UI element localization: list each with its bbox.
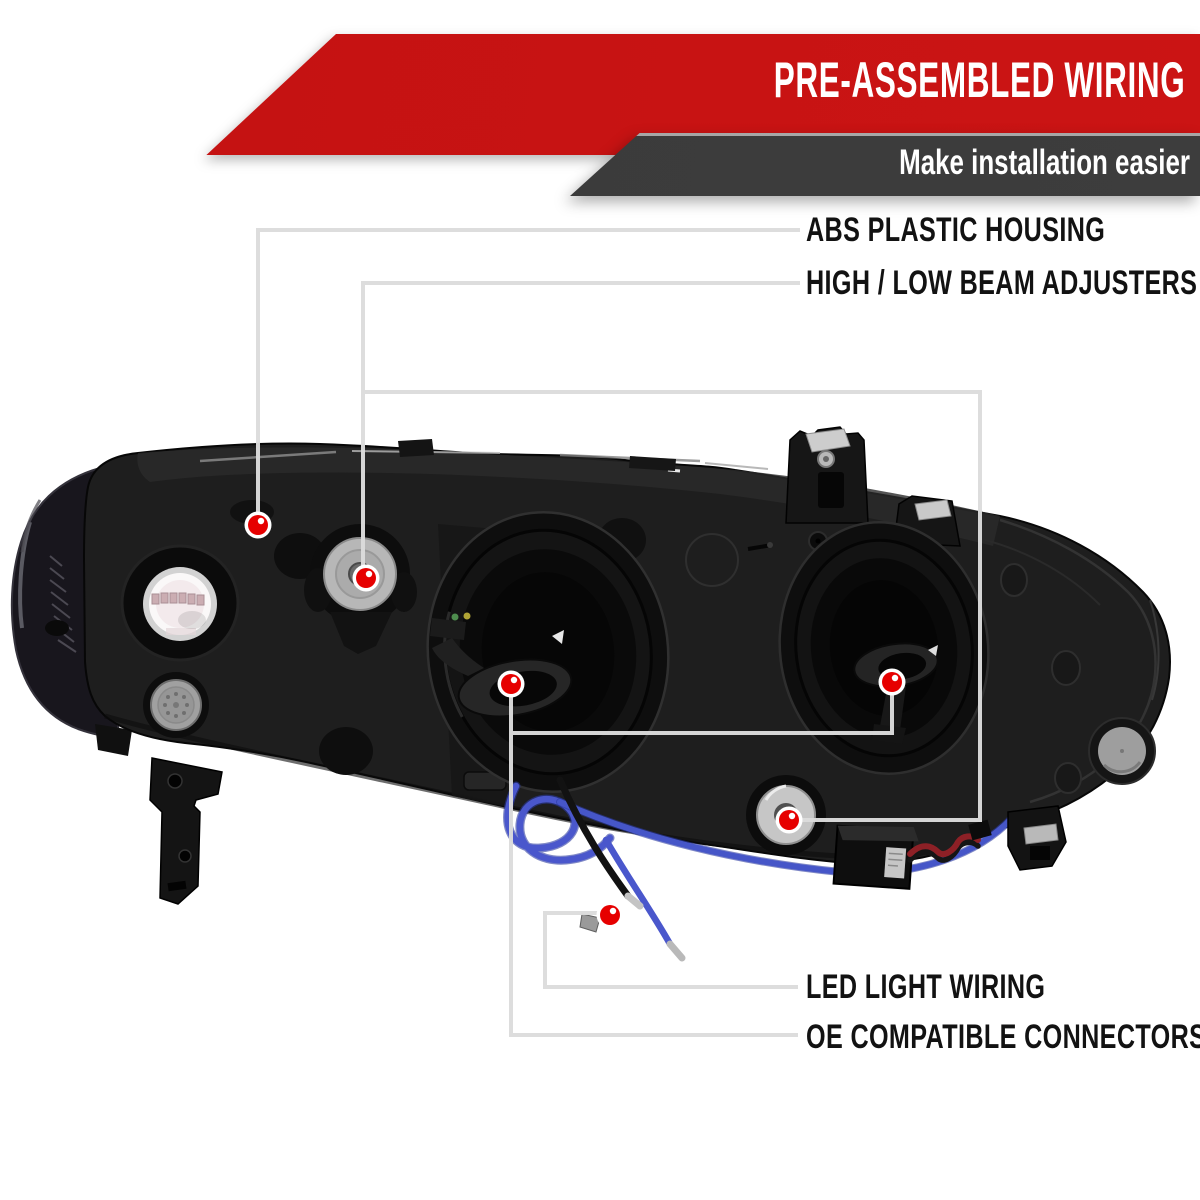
white-glint [928, 645, 938, 656]
callout-dot-low-beam-adjuster [775, 806, 803, 834]
mounting-bracket-bottom-left [149, 757, 223, 905]
wire-ferrule [624, 892, 644, 910]
projector-bore-right [778, 521, 990, 775]
banner-title: PRE-ASSEMBLED WIRING [773, 52, 1185, 108]
label-oe-compatible-connectors: OE COMPATIBLE CONNECTORS [806, 1018, 1200, 1056]
callout-dot-right-socket [878, 668, 906, 696]
banner-subtitle: Make installation easier [899, 143, 1190, 182]
metal-clip [914, 499, 952, 521]
right-flange [984, 518, 1160, 804]
led-strip-texture [151, 592, 205, 606]
callout-dot-abs [244, 511, 272, 539]
callout-line-oe [509, 684, 798, 1037]
callout-dot-led-wiring [596, 901, 624, 929]
pigtail-wire [907, 819, 992, 863]
callout-line-adjusters-branch [363, 390, 982, 822]
callout-lines [256, 228, 982, 1037]
projector-bore-left [426, 511, 670, 793]
blue-wire [557, 799, 1015, 876]
parking-bulb-opening [120, 544, 240, 662]
callout-line-abs [256, 228, 800, 522]
led-wiring [503, 776, 1016, 962]
label-high-low-beam-adjusters: HIGH / LOW BEAM ADJUSTERS [806, 264, 1198, 302]
green-indicator-dot [451, 613, 459, 621]
blue-wire [504, 782, 614, 864]
maroon-wire [907, 833, 981, 858]
callout-line-adjusters [361, 281, 800, 574]
metal-clip [805, 428, 851, 453]
blue-wire [602, 836, 674, 948]
white-glint [552, 630, 564, 644]
callout-dot-left-socket [497, 670, 525, 698]
metal-clip [1023, 823, 1059, 845]
black-wire [556, 776, 632, 900]
wire-ferrule [666, 940, 686, 962]
yellow-indicator-dot [463, 612, 471, 620]
wire-clip [579, 913, 601, 933]
ribbon-divider-line [570, 133, 1200, 136]
callout-dot-high-beam-adjuster [352, 564, 380, 592]
mounting-bracket-bottom-right [1007, 805, 1067, 871]
mounting-ear-top-left [785, 426, 869, 524]
breather-cap [1088, 717, 1156, 785]
oe-connector-box [832, 824, 919, 890]
callout-line-oe-branch [511, 684, 894, 735]
dust-cap-left [143, 672, 209, 738]
label-abs-plastic-housing: ABS PLASTIC HOUSING [806, 211, 1106, 249]
banner-ribbon-charcoal [0, 133, 1200, 196]
label-led-light-wiring: LED LIGHT WIRING [806, 968, 1046, 1006]
callout-line-led [543, 911, 798, 989]
